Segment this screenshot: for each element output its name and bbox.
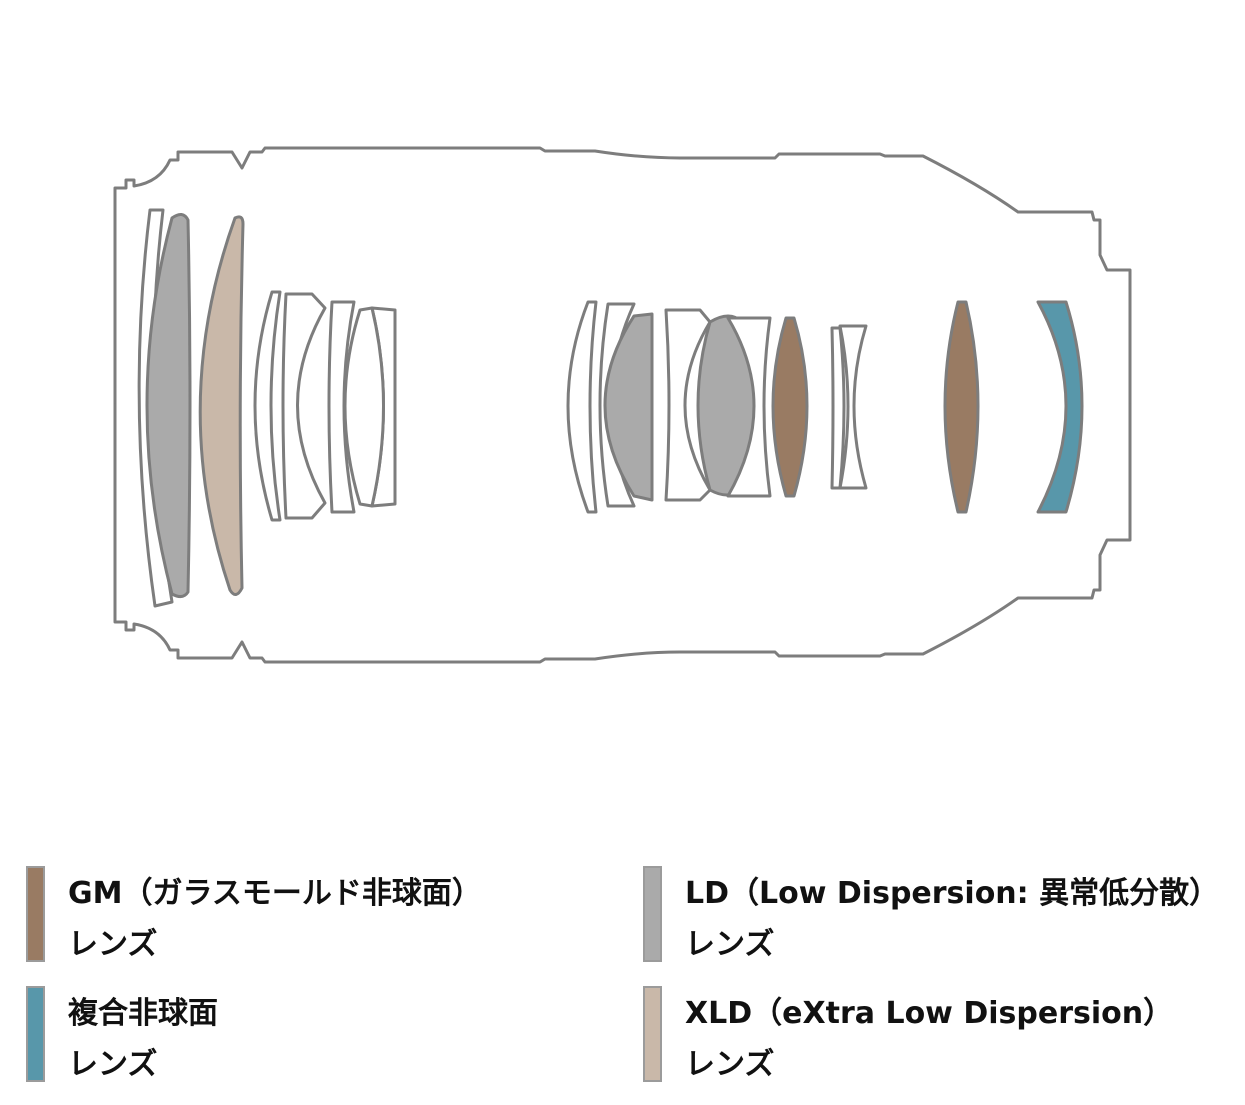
lens-construction-diagram bbox=[113, 146, 1132, 664]
lens-element-3-xld bbox=[198, 215, 245, 596]
legend-text-hybrid: 複合非球面 レンズ bbox=[68, 988, 218, 1090]
legend-sublabel-hybrid: レンズ bbox=[68, 1047, 158, 1082]
legend-text-gm: GM（ガラスモールド非球面） レンズ bbox=[68, 868, 482, 970]
legend-sublabel-ld: レンズ bbox=[685, 927, 775, 962]
swatch-gm bbox=[26, 866, 45, 962]
lens-element-19-hybrid bbox=[1036, 300, 1084, 514]
lens-element-18-gm bbox=[943, 300, 980, 514]
barrel-outline bbox=[113, 146, 1132, 407]
lens-element-6 bbox=[327, 300, 356, 514]
legend-label-ld: LD（Low Dispersion: 異常低分散） bbox=[685, 876, 1220, 911]
lens-element-9 bbox=[566, 300, 598, 514]
lens-element-5 bbox=[281, 292, 327, 520]
legend-sublabel-xld: レンズ bbox=[685, 1047, 775, 1082]
legend-label-gm: GM（ガラスモールド非球面） bbox=[68, 876, 482, 911]
swatch-ld bbox=[643, 866, 662, 962]
legend-text-xld: XLD（eXtra Low Dispersion） レンズ bbox=[685, 988, 1173, 1090]
lens-element-15-gm bbox=[771, 316, 809, 498]
lens-element-8 bbox=[343, 306, 385, 508]
swatch-xld bbox=[643, 986, 662, 1082]
legend-text-ld: LD（Low Dispersion: 異常低分散） レンズ bbox=[685, 868, 1219, 970]
lens-element-2-ld bbox=[145, 213, 192, 599]
lens-element-4 bbox=[253, 290, 282, 522]
legend-label-xld: XLD（eXtra Low Dispersion） bbox=[685, 996, 1174, 1031]
lens-element-16 bbox=[830, 326, 846, 490]
barrel-outline-lower bbox=[113, 403, 1132, 664]
lens-element-11-ld bbox=[603, 312, 654, 502]
swatch-hybrid bbox=[26, 986, 45, 1082]
legend-sublabel-gm: レンズ bbox=[68, 927, 158, 962]
lens-element-17 bbox=[838, 324, 868, 490]
lens-element-14 bbox=[726, 316, 772, 498]
legend-label-hybrid: 複合非球面 bbox=[68, 996, 218, 1031]
